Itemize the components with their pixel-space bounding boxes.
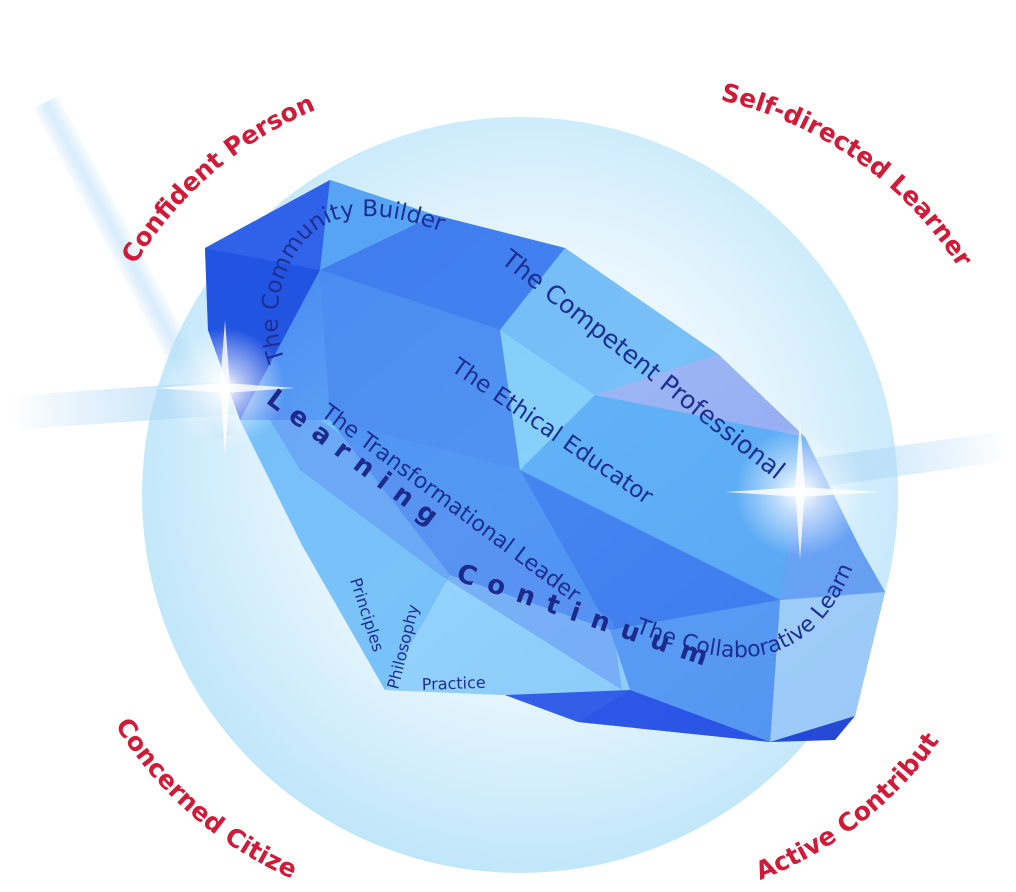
base-label-practice: Practice — [421, 673, 486, 694]
